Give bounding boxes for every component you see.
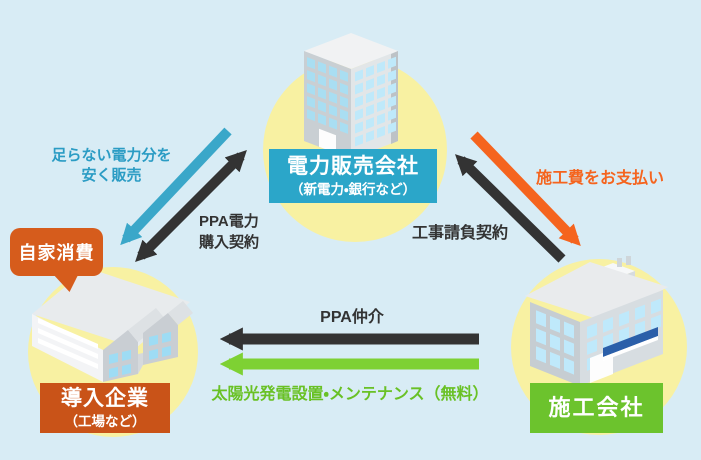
label-sell-shortfall-line2: 安く販売 — [81, 167, 142, 185]
builder-building-illustration — [525, 256, 668, 386]
label-solar-installation: 太陽光発電設置・メンテナンス（無料） — [211, 386, 489, 403]
label-ppa-purchase-line2: 購入契約 — [199, 234, 260, 251]
label-ppa-purchase-contract: PPA電力 購入契約 — [199, 211, 259, 253]
node-sublabel-power-company: （新電力・銀行など） — [289, 181, 417, 197]
node-adopter: 導入企業 （工場など） — [40, 383, 170, 433]
label-sell-shortfall-line1: 足らない電力分を — [51, 147, 172, 164]
label-construction-contract: 工事請負契約 — [412, 225, 509, 242]
node-sublabel-adopter: （工場など） — [64, 413, 146, 429]
label-ppa-brokerage: PPA仲介 — [320, 309, 384, 326]
label-pay-construction-fee: 施工費をお支払い — [536, 170, 665, 187]
arrow-pay-construction-fee — [470, 131, 581, 247]
label-sell-shortfall: 足らない電力分を 安く販売 — [29, 146, 194, 187]
node-label-power-company: 電力販売会社 — [287, 155, 419, 179]
arrow-construction-contract — [455, 154, 566, 263]
label-ppa-purchase-line1: PPA電力 — [199, 213, 259, 230]
node-label-builder: 施工会社 — [548, 394, 645, 420]
node-label-adopter: 導入企業 — [61, 387, 149, 411]
power-company-building-illustration — [304, 33, 398, 159]
badge-self-consumption: 自家消費 — [10, 228, 103, 276]
node-builder: 施工会社 — [530, 383, 663, 433]
arrow-ppa-purchase-contract — [135, 150, 247, 262]
node-power-company: 電力販売会社 （新電力・銀行など） — [269, 149, 437, 203]
